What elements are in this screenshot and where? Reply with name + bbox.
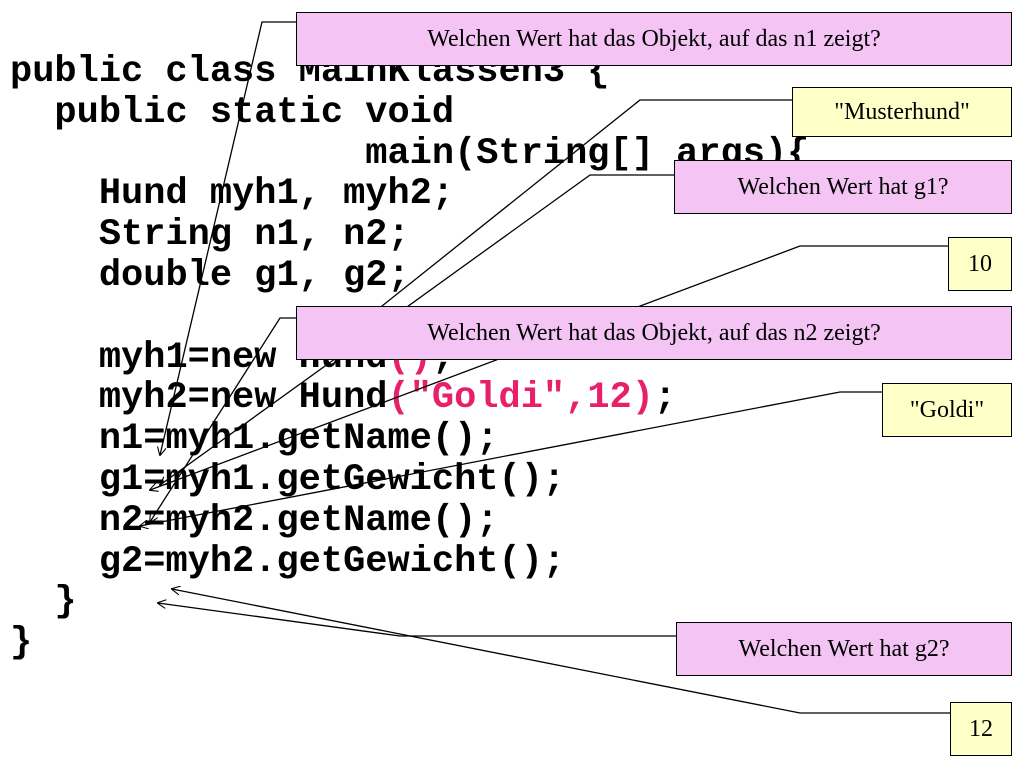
code-line: public static void xyxy=(10,91,809,134)
code-line: } xyxy=(10,623,809,664)
arrow-q-n1 xyxy=(160,21,296,455)
code-line: } xyxy=(10,582,809,623)
answer-goldi-box: "Goldi" xyxy=(882,383,1012,437)
code-text: String n1, n2; xyxy=(98,214,410,257)
code-text: } xyxy=(10,622,33,665)
code-line: double g1, g2; xyxy=(10,256,809,297)
answer-musterhund-box: "Musterhund" xyxy=(792,87,1012,137)
code-listing: public class MainKlassen3 { public stati… xyxy=(10,52,809,664)
code-text: double g1, g2; xyxy=(98,254,410,297)
question-n1-box: Welchen Wert hat das Objekt, auf das n1 … xyxy=(296,12,1012,66)
code-text: public static void xyxy=(54,91,455,134)
arrow-a-g1 xyxy=(150,245,948,490)
code-line: Hund myh1, myh2; xyxy=(10,174,809,215)
arrow-a-g2 xyxy=(172,589,950,714)
code-line: g2=myh2.getGewicht(); xyxy=(10,540,809,583)
question-g1-box: Welchen Wert hat g1? xyxy=(674,160,1012,214)
arrow-a-n2 xyxy=(140,391,882,526)
code-text: g2=myh2.getGewicht(); xyxy=(98,540,566,583)
code-line: String n1, n2; xyxy=(10,215,809,256)
arrow-q-n2 xyxy=(150,317,296,522)
arrow-q-g1 xyxy=(160,174,674,485)
arrow-q-g2 xyxy=(158,603,676,637)
answer-12-box: 12 xyxy=(950,702,1012,756)
code-text: myh2=new Hund xyxy=(98,377,388,420)
question-g2-box: Welchen Wert hat g2? xyxy=(676,622,1012,676)
question-n2-box: Welchen Wert hat das Objekt, auf das n2 … xyxy=(296,306,1012,360)
code-text: } xyxy=(54,581,77,624)
answer-10-box: 10 xyxy=(948,237,1012,291)
code-line: myh2=new Hund("Goldi",12); xyxy=(10,378,809,419)
code-text: Hund myh1, myh2; xyxy=(98,173,455,216)
arrow-a-n1 xyxy=(352,99,792,330)
code-tail: ; xyxy=(653,377,677,420)
